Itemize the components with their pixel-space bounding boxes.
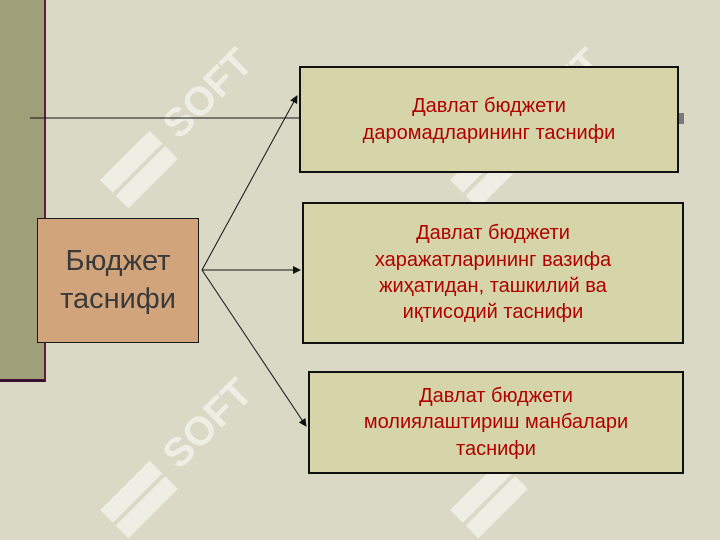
source-line: таснифи [60, 282, 176, 315]
target-line: молиялаштириш манбалари [363, 411, 629, 434]
budget-classification-box: Бюджет таснифи [37, 218, 199, 343]
target-line: харажатларининг вазифа [374, 248, 612, 271]
rule-end-mark [679, 113, 684, 124]
target-line: жиҳатидан, ташкилий ва [379, 275, 607, 297]
target-line: даромадларининг таснифи [362, 121, 616, 144]
target-line: Давлат бюджети [412, 95, 566, 118]
target-line: иқтисодий таснифи [402, 301, 584, 324]
expenditure-classification-box: Давлат бюджети харажатларининг вазифа жи… [302, 202, 684, 344]
target-line: Давлат бюджети [416, 222, 570, 245]
slide-sidebar-strip [0, 0, 46, 382]
financing-sources-classification-box: Давлат бюджети молиялаштириш манбалари т… [308, 371, 684, 474]
arrow-to-financing [201, 269, 307, 427]
source-line: Бюджет [65, 245, 171, 278]
target-line: Давлат бюджети [419, 384, 573, 407]
target-line: таснифи [456, 437, 536, 460]
arrow-to-revenue [201, 95, 298, 271]
revenue-classification-box: Давлат бюджети даромадларининг таснифи [299, 66, 679, 173]
